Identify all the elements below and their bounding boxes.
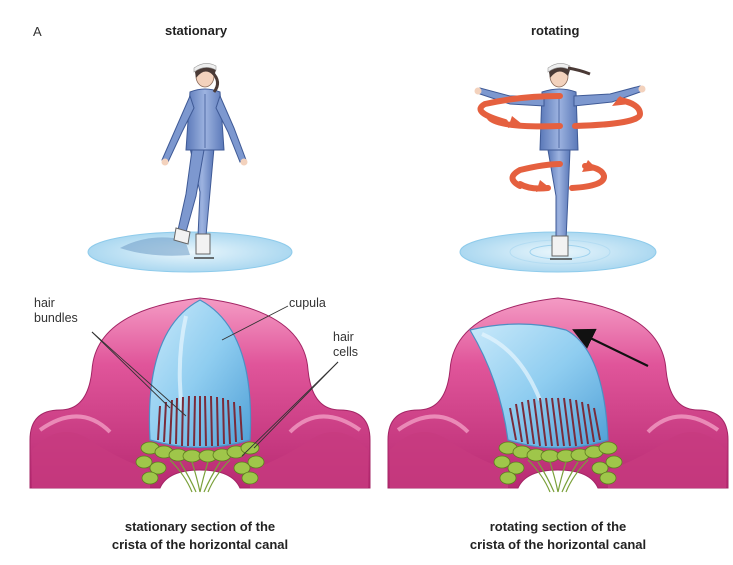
label-hair-bundles-1: hair [34, 296, 55, 310]
hair-bundles-right [509, 397, 601, 447]
heading-stationary: stationary [165, 23, 228, 38]
endolymph-flow-arrow [572, 328, 649, 367]
stationary-skater [161, 63, 248, 259]
rotation-arrows [477, 93, 644, 192]
crista-stationary [29, 297, 371, 493]
label-hair-cells-2: cells [333, 345, 359, 359]
hair-cells-left [135, 441, 265, 485]
hair-bundles-left [157, 395, 243, 447]
leader-lines-left [91, 305, 339, 457]
caption-right-line1: rotating section of the [489, 519, 627, 534]
caption-right-line2: crista of the horizontal canal [469, 537, 647, 552]
ice-left [87, 231, 293, 273]
label-hair-bundles-2: bundles [34, 311, 78, 325]
caption-left-line1: stationary section of the [124, 519, 276, 534]
hair-cells-right [493, 441, 623, 485]
rotating-skater [474, 63, 646, 260]
panel-letter: A [33, 24, 42, 39]
label-cupula: cupula [289, 296, 326, 310]
heading-rotating: rotating [531, 23, 580, 38]
caption-left-line2: crista of the horizontal canal [111, 537, 289, 552]
crista-rotating [387, 297, 729, 493]
label-hair-cells-1: hair [333, 330, 354, 344]
rotation-arrowheads [508, 96, 630, 192]
